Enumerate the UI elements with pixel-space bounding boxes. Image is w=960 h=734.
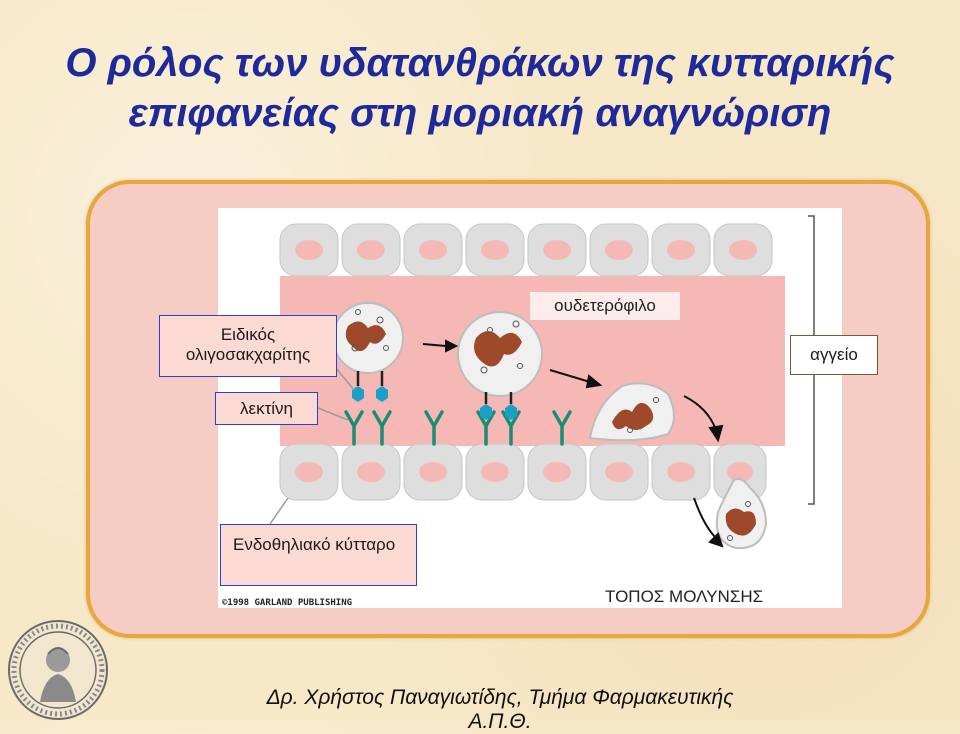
university-seal-icon — [8, 620, 108, 720]
neutrophil-cell-3 — [588, 382, 675, 442]
neutrophil-cell-4 — [715, 478, 768, 550]
neutrophil-cell-1 — [332, 302, 404, 402]
neutrophil-label: ουδετερόφιλο — [530, 292, 680, 320]
copyright-text: ©1998 GARLAND PUBLISHING — [222, 598, 353, 608]
title-line-2: επιφανείας στη μοριακή αναγνώριση — [128, 91, 832, 135]
lectin-label: λεκτίνη — [215, 392, 318, 425]
endothelial-row-top — [279, 223, 773, 277]
slide-footer: Δρ. Χρήστος Παναγιωτίδης, Τμήμα Φαρμακευ… — [266, 686, 734, 733]
vessel-label: αγγείο — [790, 335, 878, 375]
infection-site-label: ΤΟΠΟΣ ΜΟΛΥΝΣΗΣ — [605, 587, 764, 606]
lectins — [344, 410, 572, 446]
endothelial-row-bottom — [279, 443, 767, 501]
slide-title: Ο ρόλος των υδατανθράκων της κυτταρικής … — [20, 38, 940, 138]
title-line-1: Ο ρόλος των υδατανθράκων της κυτταρικής — [65, 41, 895, 85]
oligosaccharide-label: Ειδικός ολιγοσακχαρίτης — [159, 315, 337, 377]
arrow-icon — [422, 339, 724, 548]
neutrophil-cell-2 — [457, 311, 543, 420]
endothelial-cell-label: Ενδοθηλιακό κύτταρο — [220, 524, 417, 586]
